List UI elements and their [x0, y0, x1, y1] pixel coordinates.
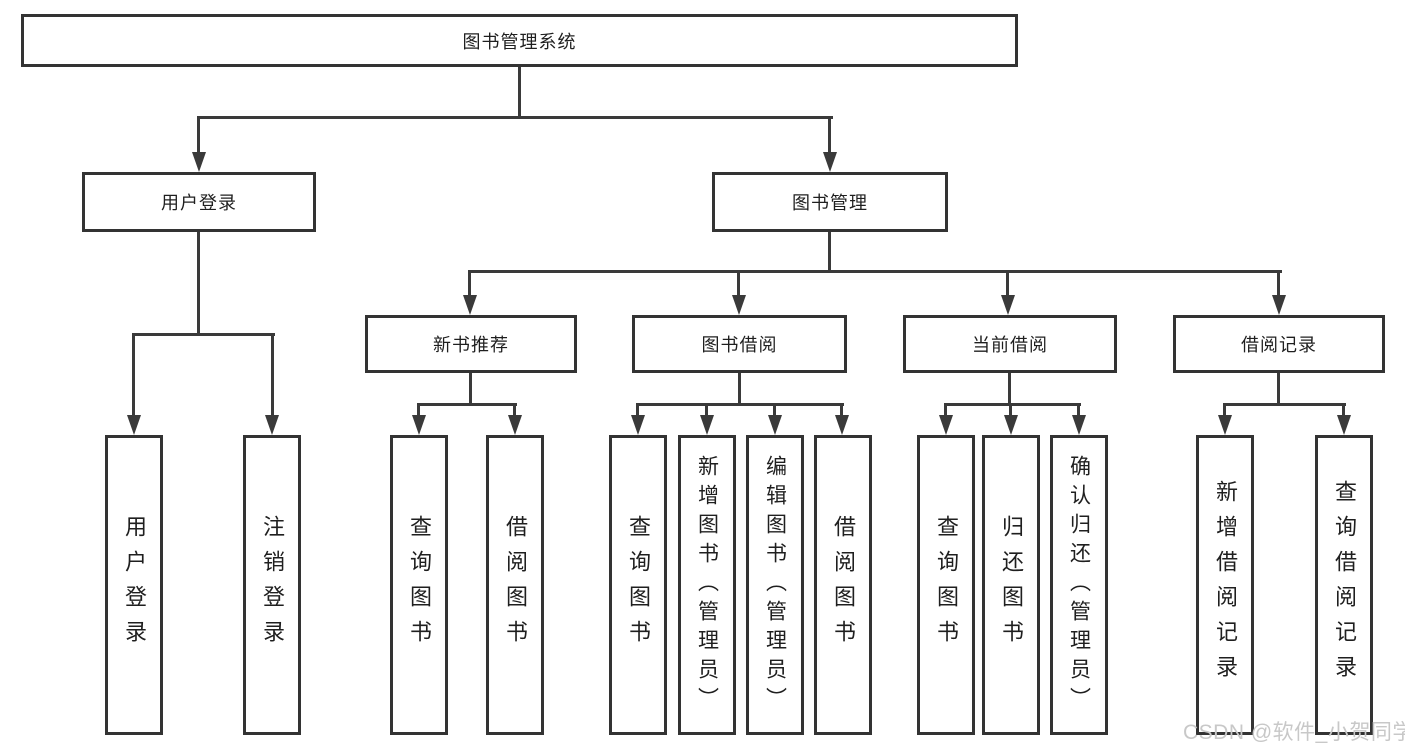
leaf-label: 查询借阅记录 — [1332, 480, 1357, 690]
arrow-down-icon — [768, 415, 782, 435]
connector-recommend-drop — [513, 406, 516, 417]
connector-current-bar — [944, 403, 1081, 406]
leaf-label: 编辑图书（管理员） — [763, 454, 787, 716]
connector-borrow-drop — [705, 406, 708, 417]
leaf-query-books: 查询图书 — [609, 435, 667, 735]
connector-records-bar — [1223, 403, 1346, 406]
arrow-down-icon — [1001, 295, 1015, 315]
leaf-label: 借阅图书 — [503, 515, 528, 655]
connector-recommend-stem — [469, 371, 472, 406]
connector-login-drop — [132, 336, 135, 417]
arrow-down-icon — [412, 415, 426, 435]
csdn-watermark: CSDN @软件_小贺同学 — [1183, 721, 1405, 744]
leaf-logout: 注销登录 — [243, 435, 301, 735]
connector-current-drop — [1009, 406, 1012, 417]
arrow-down-icon — [508, 415, 522, 435]
leaf-label: 查询图书 — [407, 515, 432, 655]
connector-root-drop-right — [828, 119, 831, 154]
arrow-down-icon — [1218, 415, 1232, 435]
node-label: 借阅记录 — [1241, 335, 1317, 355]
leaf-label: 新增图书（管理员） — [695, 454, 719, 716]
connector-borrow-drop — [636, 406, 639, 417]
leaf-label: 查询图书 — [626, 515, 651, 655]
connector-current-drop — [1077, 406, 1080, 417]
arrow-down-icon — [700, 415, 714, 435]
connector-borrow-drop — [840, 406, 843, 417]
connector-mgmt-stem — [828, 230, 831, 273]
connector-current-drop — [944, 406, 947, 417]
arrow-down-icon — [1272, 295, 1286, 315]
arrow-down-icon — [1004, 415, 1018, 435]
connector-login-drop — [271, 336, 274, 417]
connector-recommend-drop — [417, 406, 420, 417]
arrow-down-icon — [835, 415, 849, 435]
leaf-borrow-books: 借阅图书 — [814, 435, 872, 735]
node-current-borrow: 当前借阅 — [903, 315, 1117, 373]
arrow-down-icon — [1337, 415, 1351, 435]
node-label: 图书管理 — [792, 193, 868, 213]
connector-login-bar — [132, 333, 275, 336]
connector-root-bar — [197, 116, 833, 119]
leaf-label: 确认归还（管理员） — [1067, 454, 1091, 716]
leaf-label: 新增借阅记录 — [1213, 480, 1238, 690]
connector-mgmt-drop — [468, 273, 471, 297]
node-label: 图书管理系统 — [462, 31, 577, 52]
leaf-borrow-books: 借阅图书 — [486, 435, 544, 735]
arrow-down-icon — [732, 295, 746, 315]
connector-login-stem — [197, 230, 200, 336]
arrow-down-icon — [1072, 415, 1086, 435]
arrow-down-icon — [127, 415, 141, 435]
node-new-book-recommend: 新书推荐 — [365, 315, 577, 373]
connector-mgmt-drop — [737, 273, 740, 297]
leaf-add-borrow-record: 新增借阅记录 — [1196, 435, 1254, 735]
arrow-down-icon — [939, 415, 953, 435]
connector-mgmt-drop — [1006, 273, 1009, 297]
node-book-management: 图书管理 — [712, 172, 948, 232]
connector-borrow-drop — [773, 406, 776, 417]
leaf-label: 注销登录 — [260, 515, 285, 655]
leaf-label: 查询图书 — [934, 515, 959, 655]
leaf-return-books: 归还图书 — [982, 435, 1040, 735]
connector-current-stem — [1008, 371, 1011, 406]
arrow-down-icon — [463, 295, 477, 315]
arrow-down-icon — [265, 415, 279, 435]
leaf-query-borrow-record: 查询借阅记录 — [1315, 435, 1373, 735]
leaf-user-login: 用户登录 — [105, 435, 163, 735]
connector-root-drop-left — [197, 119, 200, 154]
node-label: 用户登录 — [161, 193, 237, 213]
leaf-label: 用户登录 — [122, 515, 147, 655]
connector-records-drop — [1223, 406, 1226, 417]
connector-records-stem — [1277, 371, 1280, 406]
connector-mgmt-drop — [1277, 273, 1280, 297]
node-book-borrow: 图书借阅 — [632, 315, 847, 373]
arrow-down-icon — [631, 415, 645, 435]
node-label: 当前借阅 — [972, 335, 1048, 355]
node-label: 新书推荐 — [433, 335, 509, 355]
leaf-label: 归还图书 — [999, 515, 1024, 655]
node-user-login: 用户登录 — [82, 172, 316, 232]
leaf-query-books: 查询图书 — [917, 435, 975, 735]
connector-recommend-bar — [417, 403, 517, 406]
connector-borrow-bar — [636, 403, 844, 406]
leaf-confirm-return-admin: 确认归还（管理员） — [1050, 435, 1108, 735]
leaf-query-books: 查询图书 — [390, 435, 448, 735]
arrow-down-icon — [192, 152, 206, 172]
leaf-label: 借阅图书 — [831, 515, 856, 655]
connector-mgmt-bar — [468, 270, 1282, 273]
leaf-add-books-admin: 新增图书（管理员） — [678, 435, 736, 735]
arrow-down-icon — [823, 152, 837, 172]
node-label: 图书借阅 — [701, 335, 778, 355]
connector-root-stem — [518, 65, 521, 119]
connector-borrow-stem — [738, 371, 741, 406]
leaf-edit-books-admin: 编辑图书（管理员） — [746, 435, 804, 735]
node-borrow-records: 借阅记录 — [1173, 315, 1385, 373]
connector-records-drop — [1342, 406, 1345, 417]
node-root-system: 图书管理系统 — [21, 14, 1018, 67]
